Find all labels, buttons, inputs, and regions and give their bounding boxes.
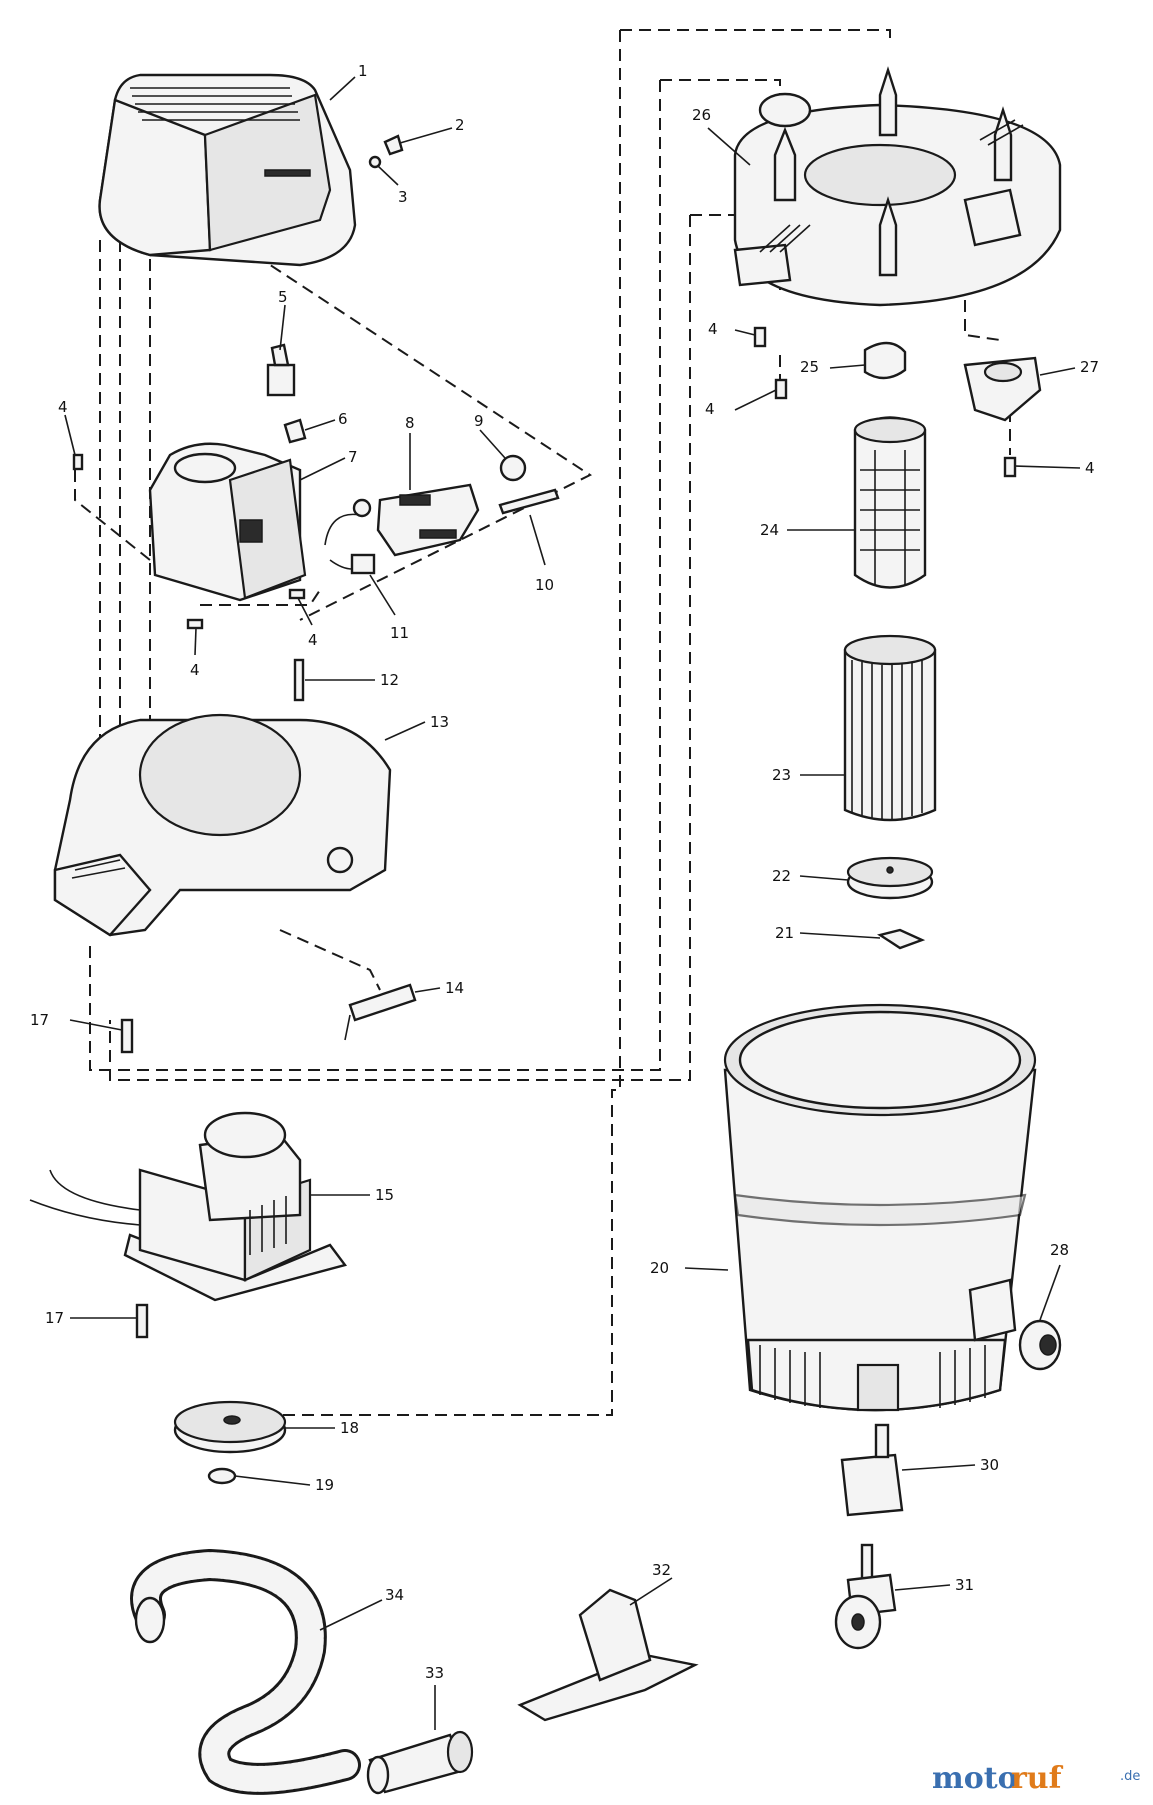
label-part-15: 15 bbox=[375, 1186, 394, 1204]
label-part-12: 12 bbox=[380, 671, 399, 689]
label-part-33: 33 bbox=[425, 1664, 444, 1682]
label-part-28: 28 bbox=[1050, 1241, 1069, 1259]
label-part-4e: 4 bbox=[705, 400, 715, 418]
part-15-motor bbox=[29, 1111, 348, 1302]
watermark-logo: moto ruf .de bbox=[932, 1761, 1140, 1796]
part-28-drain-cap bbox=[1018, 1319, 1062, 1371]
label-part-8: 8 bbox=[405, 414, 415, 432]
label-part-10: 10 bbox=[535, 576, 554, 594]
part-33-hose-connector bbox=[366, 1730, 474, 1795]
part-31-caster bbox=[834, 1543, 897, 1650]
part-7-motor-housing bbox=[148, 442, 307, 602]
label-part-32: 32 bbox=[652, 1561, 671, 1579]
label-part-7: 7 bbox=[348, 448, 358, 466]
label-part-31: 31 bbox=[955, 1576, 974, 1594]
label-part-4b: 4 bbox=[308, 631, 318, 649]
part-2-clip bbox=[383, 134, 404, 156]
label-part-30: 30 bbox=[980, 1456, 999, 1474]
label-part-34: 34 bbox=[385, 1586, 404, 1604]
label-part-2: 2 bbox=[455, 116, 465, 134]
part-17-screws bbox=[120, 1018, 149, 1339]
part-labels: 1 2 3 5 6 7 8 9 10 11 4 4 4 12 13 14 17 … bbox=[30, 62, 1099, 1682]
part-24-filter-cage bbox=[853, 416, 927, 589]
part-27-bracket bbox=[963, 356, 1042, 422]
part-11-wiring bbox=[324, 498, 376, 575]
label-part-17a: 17 bbox=[30, 1011, 49, 1029]
part-22-filter-plate bbox=[846, 856, 934, 900]
watermark-brand-a: moto bbox=[932, 1761, 1018, 1796]
label-part-22: 22 bbox=[772, 867, 791, 885]
part-25-float-cap bbox=[863, 341, 907, 380]
watermark-suffix: .de bbox=[1120, 1769, 1140, 1784]
part-19-washer bbox=[207, 1467, 237, 1485]
part-20-tank bbox=[723, 1003, 1037, 1412]
part-13-base-housing bbox=[53, 713, 392, 937]
part-3-screw bbox=[368, 155, 382, 169]
label-part-4a: 4 bbox=[58, 398, 68, 416]
label-part-5: 5 bbox=[278, 288, 288, 306]
part-12-stud bbox=[293, 658, 305, 702]
label-part-25: 25 bbox=[800, 358, 819, 376]
part-4-screws bbox=[72, 326, 1017, 630]
label-part-4d: 4 bbox=[708, 320, 718, 338]
label-part-19: 19 bbox=[315, 1476, 334, 1494]
label-part-4c: 4 bbox=[190, 661, 200, 679]
part-18-impeller bbox=[173, 1400, 287, 1454]
label-part-4f: 4 bbox=[1085, 459, 1095, 477]
label-part-3: 3 bbox=[398, 188, 408, 206]
label-part-26: 26 bbox=[692, 106, 711, 124]
part-6-clip bbox=[283, 418, 307, 444]
label-part-24: 24 bbox=[760, 521, 779, 539]
label-part-27: 27 bbox=[1080, 358, 1099, 376]
label-part-13: 13 bbox=[430, 713, 449, 731]
part-21-wing-nut bbox=[877, 928, 926, 950]
part-34-hose bbox=[130, 1548, 361, 1795]
label-part-23: 23 bbox=[772, 766, 791, 784]
label-part-17b: 17 bbox=[45, 1309, 64, 1327]
part-9-knob bbox=[499, 454, 527, 482]
label-part-11: 11 bbox=[390, 624, 409, 642]
label-part-21: 21 bbox=[775, 924, 794, 942]
part-32-floor-nozzle bbox=[517, 1588, 699, 1722]
label-part-14: 14 bbox=[445, 979, 464, 997]
part-10-rod bbox=[498, 488, 560, 515]
watermark-brand-b: ruf bbox=[1011, 1761, 1064, 1796]
part-23-pleated-filter bbox=[843, 634, 937, 822]
part-8-switch-plate bbox=[376, 483, 480, 557]
part-14-latch bbox=[344, 983, 417, 1041]
part-30-caster-socket bbox=[840, 1423, 904, 1517]
label-part-20: 20 bbox=[650, 1259, 669, 1277]
label-part-9: 9 bbox=[474, 412, 484, 430]
label-part-18: 18 bbox=[340, 1419, 359, 1437]
label-part-1: 1 bbox=[358, 62, 368, 80]
leader-lines bbox=[64, 76, 1081, 1730]
assembly-guide-lines bbox=[74, 29, 1011, 1416]
label-part-6: 6 bbox=[338, 410, 348, 428]
part-5-switch bbox=[266, 343, 296, 397]
part-26-lid bbox=[733, 66, 1062, 307]
part-1-motor-cover bbox=[98, 73, 357, 267]
